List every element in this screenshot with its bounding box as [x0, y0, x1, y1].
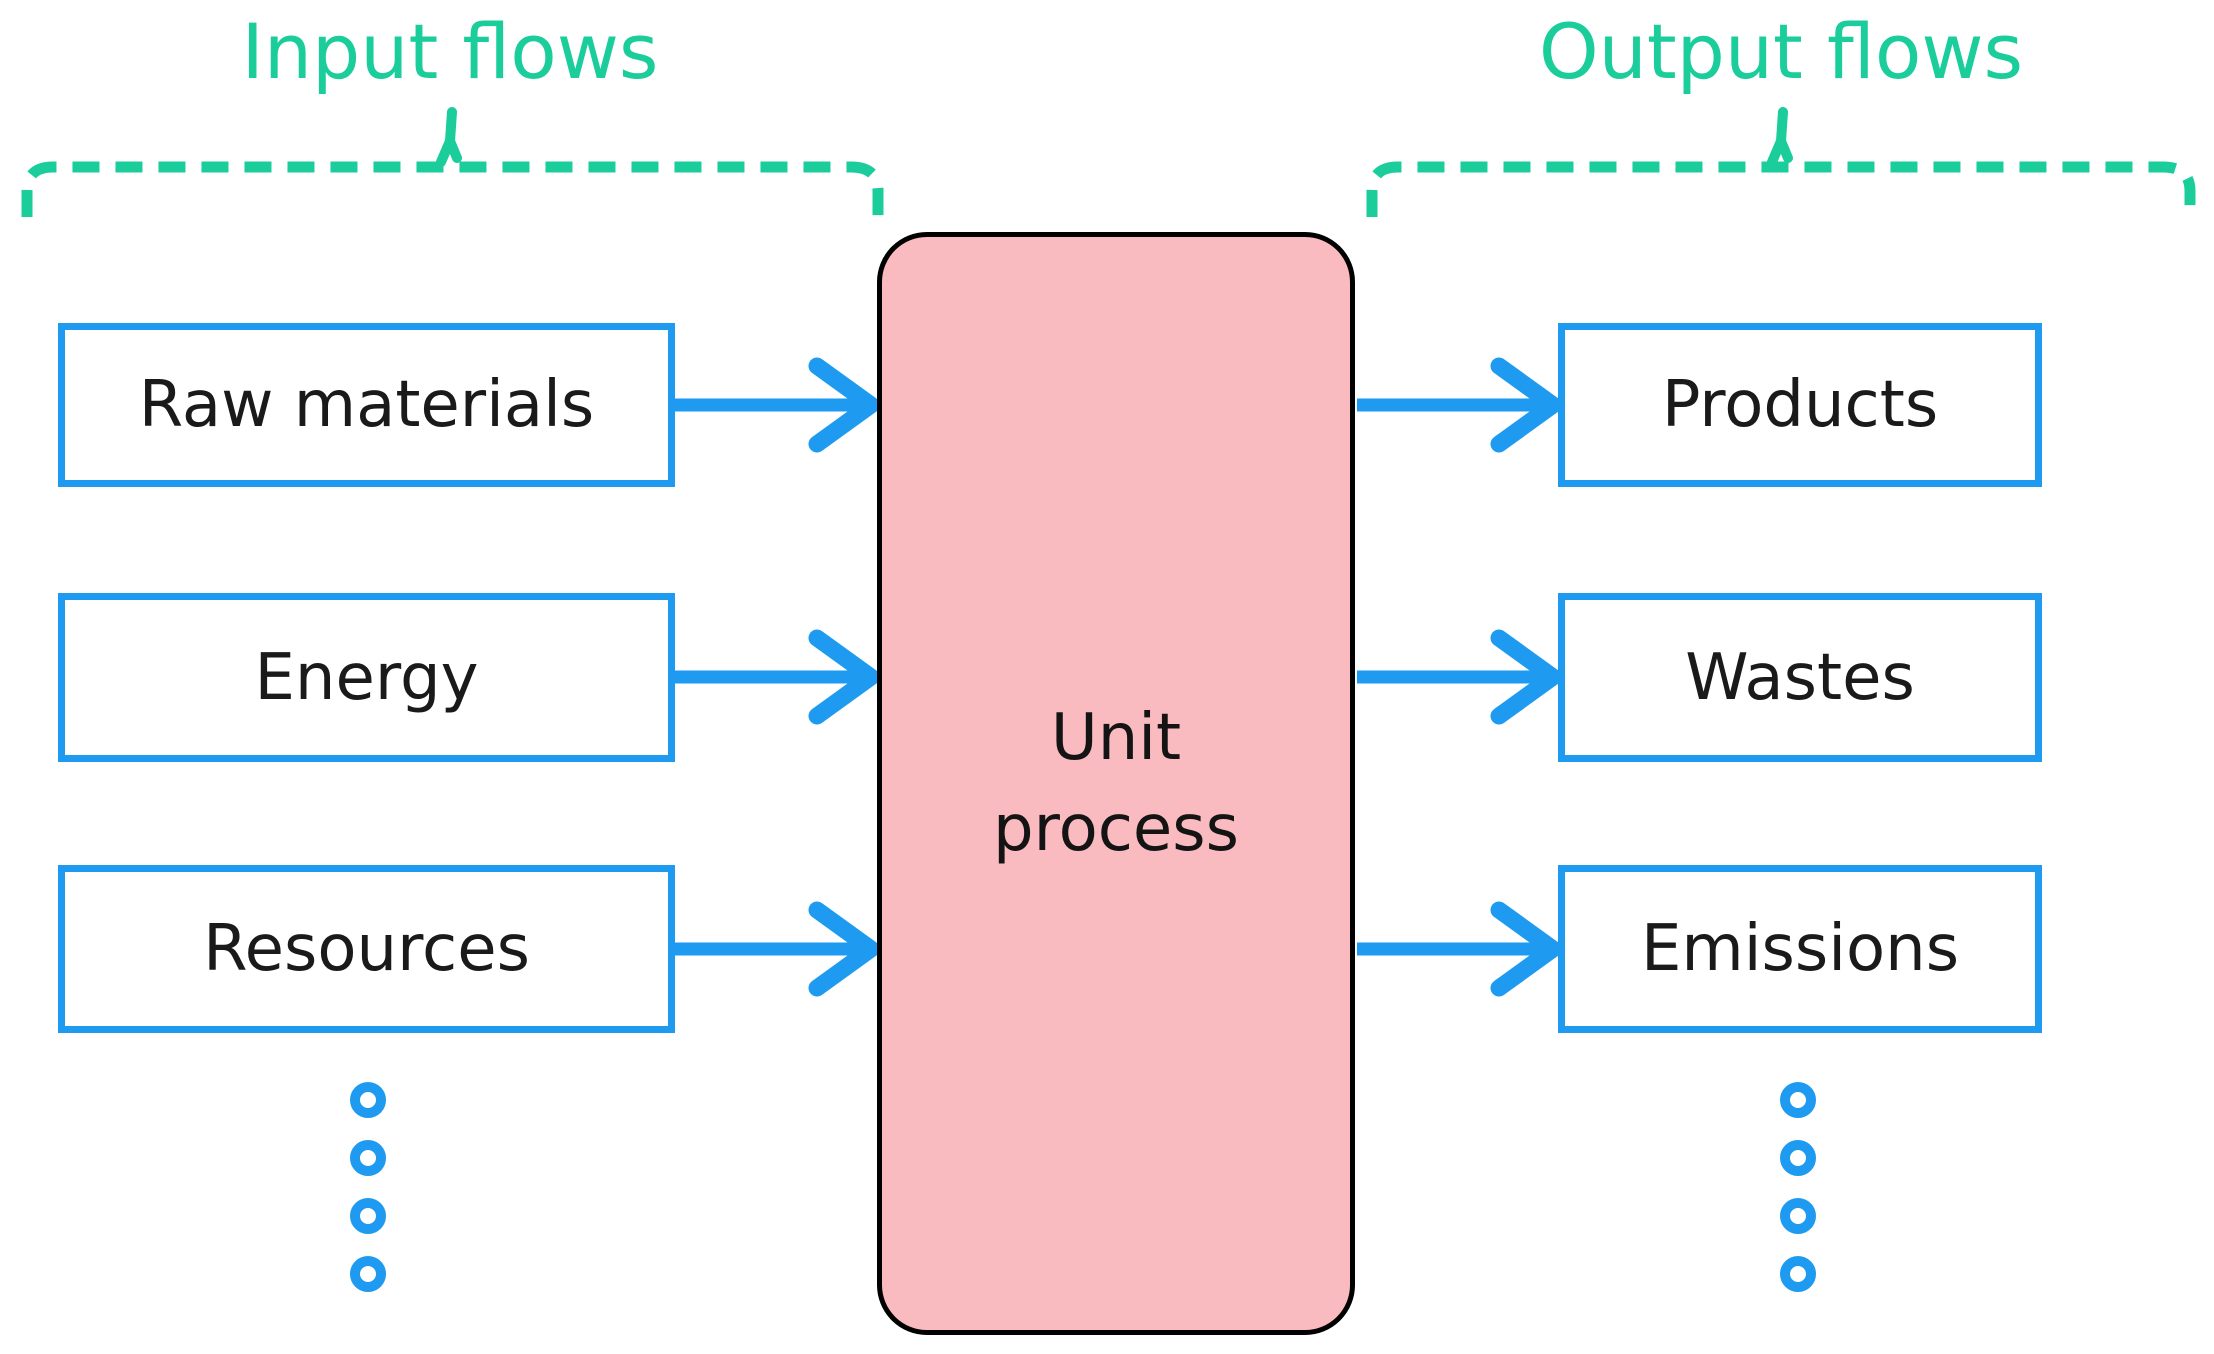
- resources-arrow-right-icon: [675, 901, 880, 997]
- output-brace-icon: [1366, 107, 2196, 217]
- output-brace-pointer: [1767, 107, 1793, 167]
- raw-materials-box-label: Raw materials: [138, 368, 595, 442]
- input-brace-line: [21, 161, 884, 217]
- emissions-box-label: Emissions: [1640, 912, 1960, 986]
- output-ellipsis-dots-icon: [1780, 1082, 1816, 1292]
- output-flows-label: Output flows: [1538, 7, 2024, 96]
- dot: [1780, 1140, 1816, 1176]
- arrow-head: [808, 357, 880, 453]
- emissions-arrow-right-icon: [1357, 901, 1562, 997]
- dot: [1780, 1082, 1816, 1118]
- unit-process-box: Unit process: [877, 232, 1355, 1335]
- input-ellipsis-dots-icon: [350, 1082, 386, 1292]
- arrow-head: [1490, 357, 1562, 453]
- emissions-box: Emissions: [1558, 865, 2042, 1033]
- energy-arrow-right-icon: [675, 629, 880, 725]
- products-box-label: Products: [1661, 368, 1939, 442]
- dot: [1780, 1256, 1816, 1292]
- dot: [350, 1140, 386, 1176]
- resources-box: Resources: [58, 865, 675, 1033]
- energy-box: Energy: [58, 593, 675, 762]
- input-brace-pointer: [436, 107, 462, 167]
- input-flows-label: Input flows: [241, 7, 659, 96]
- unit-process-label-line2: process: [993, 791, 1239, 866]
- resources-box-label: Resources: [203, 912, 530, 986]
- arrow-head: [1490, 901, 1562, 997]
- dot: [350, 1082, 386, 1118]
- wastes-box: Wastes: [1558, 593, 2042, 762]
- energy-box-label: Energy: [254, 640, 479, 715]
- arrow-head: [808, 629, 880, 725]
- products-arrow-right-icon: [1357, 357, 1562, 453]
- output-brace-line: [1366, 161, 2196, 217]
- raw-materials-box: Raw materials: [58, 323, 675, 487]
- input-brace-icon: [21, 107, 884, 217]
- arrow-head: [1490, 629, 1562, 725]
- arrow-head: [808, 901, 880, 997]
- raw-materials-arrow-right-icon: [675, 357, 880, 453]
- wastes-box-label: Wastes: [1685, 640, 1915, 715]
- dot: [350, 1256, 386, 1292]
- dot: [1780, 1198, 1816, 1234]
- wastes-arrow-right-icon: [1357, 629, 1562, 725]
- unit-process-label-line1: Unit: [1050, 700, 1182, 775]
- products-box: Products: [1558, 323, 2042, 487]
- dot: [350, 1198, 386, 1234]
